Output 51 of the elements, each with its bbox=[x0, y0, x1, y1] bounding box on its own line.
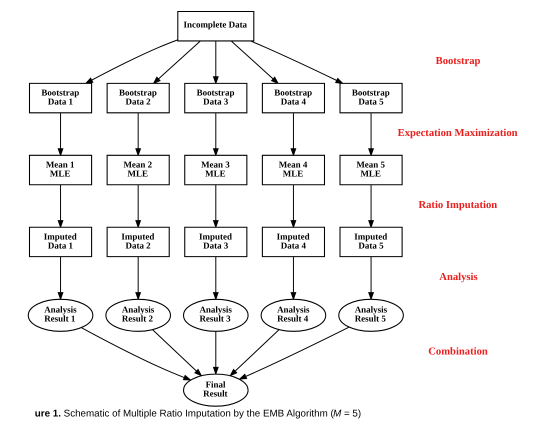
arrow bbox=[152, 329, 202, 377]
node-ellipse: Analysis Result 1 bbox=[28, 298, 94, 332]
node-box: Imputed Data 4 bbox=[262, 226, 326, 258]
arrow bbox=[290, 184, 296, 229]
arrow bbox=[84, 39, 178, 84]
node-box: Imputed Data 3 bbox=[184, 226, 248, 258]
arrow bbox=[212, 112, 219, 157]
node-box: Mean 5 MLE bbox=[339, 154, 403, 186]
arrow bbox=[290, 112, 296, 157]
node-ellipse: Analysis Result 3 bbox=[183, 298, 249, 332]
arrow bbox=[212, 40, 219, 85]
arrow bbox=[212, 331, 219, 376]
node-ellipse: Analysis Result 5 bbox=[338, 298, 404, 332]
node-box: Bootstrap Data 3 bbox=[184, 82, 248, 114]
arrow bbox=[212, 256, 219, 301]
arrow bbox=[212, 184, 219, 229]
node-box: Imputed Data 1 bbox=[28, 226, 92, 258]
arrow bbox=[58, 112, 64, 157]
node-box: Incomplete Data bbox=[177, 10, 254, 42]
arrow bbox=[135, 256, 142, 301]
node-box: Bootstrap Data 1 bbox=[28, 82, 92, 114]
arrow bbox=[368, 184, 374, 229]
node-box: Bootstrap Data 2 bbox=[106, 82, 170, 114]
node-box: Mean 1 MLE bbox=[28, 154, 92, 186]
node-box: Mean 3 MLE bbox=[184, 154, 248, 186]
node-ellipse: Analysis Result 4 bbox=[260, 298, 326, 332]
arrow bbox=[231, 40, 280, 84]
arrow bbox=[290, 256, 296, 301]
node-box: Bootstrap Data 5 bbox=[339, 82, 403, 114]
node-ellipse: Analysis Result 2 bbox=[105, 298, 171, 332]
arrow bbox=[58, 256, 64, 301]
label: Analysis bbox=[439, 272, 478, 283]
arrow bbox=[152, 40, 201, 84]
arrow bbox=[238, 326, 350, 380]
node-box: Imputed Data 5 bbox=[339, 226, 403, 258]
arrow bbox=[58, 184, 64, 229]
label: Expectation Maximization bbox=[398, 128, 518, 140]
caption: ure 1. Schematic of Multiple Ratio Imputation by the EMB Algorithm (M = 5) bbox=[34, 408, 362, 420]
arrow bbox=[135, 184, 142, 229]
arrow bbox=[135, 112, 142, 157]
label: Ratio Imputation bbox=[418, 200, 498, 211]
arrow bbox=[81, 327, 192, 380]
arrow bbox=[368, 256, 374, 301]
arrow bbox=[368, 112, 374, 157]
node-box: Mean 4 MLE bbox=[262, 154, 326, 186]
label: Combination bbox=[428, 346, 488, 358]
node-box: Mean 2 MLE bbox=[106, 154, 170, 186]
arrow bbox=[229, 329, 280, 377]
node-box: Bootstrap Data 4 bbox=[262, 82, 326, 114]
node-box: Imputed Data 2 bbox=[106, 226, 170, 258]
label: Bootstrap bbox=[436, 56, 480, 68]
